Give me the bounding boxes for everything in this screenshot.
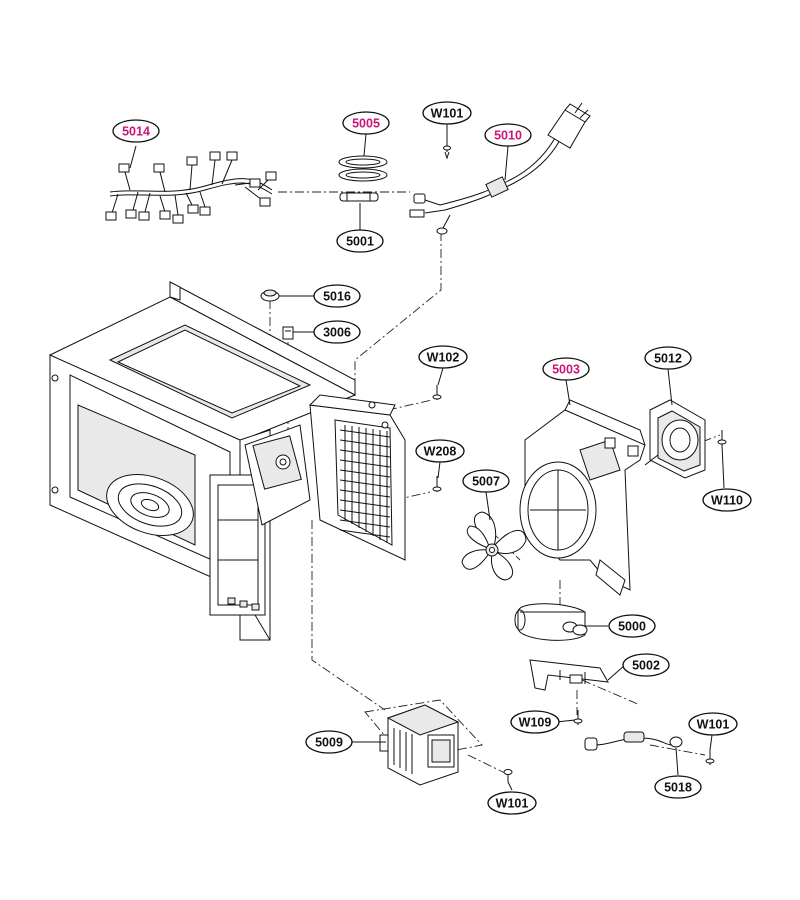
callout-w109-text: W109 xyxy=(519,716,552,730)
fan-motor-5012 xyxy=(644,399,706,479)
callout-5005-text: 5005 xyxy=(352,117,380,131)
callout-w208: W208 xyxy=(415,439,465,463)
callout-w101-right-text: W101 xyxy=(697,718,730,732)
screw-w110 xyxy=(717,430,727,445)
fan-blade-5007 xyxy=(461,511,527,581)
callout-5016-text: 5016 xyxy=(323,290,351,304)
callout-5007-text: 5007 xyxy=(472,475,500,489)
callout-w101-top-text: W101 xyxy=(431,107,464,121)
switch-3006 xyxy=(282,326,294,340)
callout-5000: 5000 xyxy=(608,614,656,638)
callout-5014-text: 5014 xyxy=(122,125,150,139)
callout-w101-right: W101 xyxy=(688,712,738,736)
callout-5014: 5014 xyxy=(112,119,160,143)
callout-5010: 5010 xyxy=(484,123,532,147)
bracket-5002 xyxy=(529,659,609,691)
thermostat-5016 xyxy=(260,289,280,302)
ferrite-rings-5005 xyxy=(338,155,388,182)
callout-5001: 5001 xyxy=(336,229,384,253)
power-cord-5010 xyxy=(409,102,591,235)
callout-5018-text: 5018 xyxy=(664,781,692,795)
callout-w109: W109 xyxy=(510,710,560,734)
callout-5018: 5018 xyxy=(654,775,702,799)
callout-w102-text: W102 xyxy=(427,351,460,365)
callout-w101-bottom-text: W101 xyxy=(496,797,529,811)
screw-w101-right xyxy=(705,750,715,765)
callout-5007: 5007 xyxy=(462,469,510,493)
fuse-5001 xyxy=(339,192,379,202)
screw-w101-top xyxy=(443,138,451,160)
callout-5012: 5012 xyxy=(644,346,692,370)
callout-w101-bottom: W101 xyxy=(487,791,537,815)
callout-5009: 5009 xyxy=(305,730,353,754)
screw-w208 xyxy=(432,476,442,492)
callout-5003: 5003 xyxy=(542,357,590,381)
callout-5000-text: 5000 xyxy=(618,620,646,634)
callout-5003-text: 5003 xyxy=(552,363,580,377)
callout-3006-text: 3006 xyxy=(323,326,351,340)
callout-w102: W102 xyxy=(418,345,468,369)
callout-5010-text: 5010 xyxy=(494,129,522,143)
screw-w101-bottom xyxy=(503,769,513,782)
screw-w102 xyxy=(432,385,442,400)
magnetron-5009 xyxy=(364,699,483,786)
callout-w110-text: W110 xyxy=(711,494,743,508)
callout-5002: 5002 xyxy=(622,653,670,677)
wire-harness-5014 xyxy=(105,151,277,224)
callout-w110: W110 xyxy=(702,488,752,512)
callout-3006: 3006 xyxy=(313,320,361,344)
capacitor-5000 xyxy=(514,603,588,641)
callout-5002-text: 5002 xyxy=(632,659,660,673)
callout-w101-top: W101 xyxy=(422,101,472,125)
callout-w208-text: W208 xyxy=(424,445,457,459)
callout-5012-text: 5012 xyxy=(654,352,682,366)
leader-lines xyxy=(129,124,725,791)
sensor-cable-5018 xyxy=(584,731,683,751)
fan-duct-5003 xyxy=(519,399,646,596)
callout-5005: 5005 xyxy=(342,111,390,135)
screw-w109 xyxy=(573,710,583,725)
callout-5001-text: 5001 xyxy=(346,235,374,249)
oven-cavity-frame xyxy=(48,281,357,641)
callout-5009-text: 5009 xyxy=(315,736,343,750)
grille-panel xyxy=(308,394,406,561)
callout-5016: 5016 xyxy=(313,284,361,308)
